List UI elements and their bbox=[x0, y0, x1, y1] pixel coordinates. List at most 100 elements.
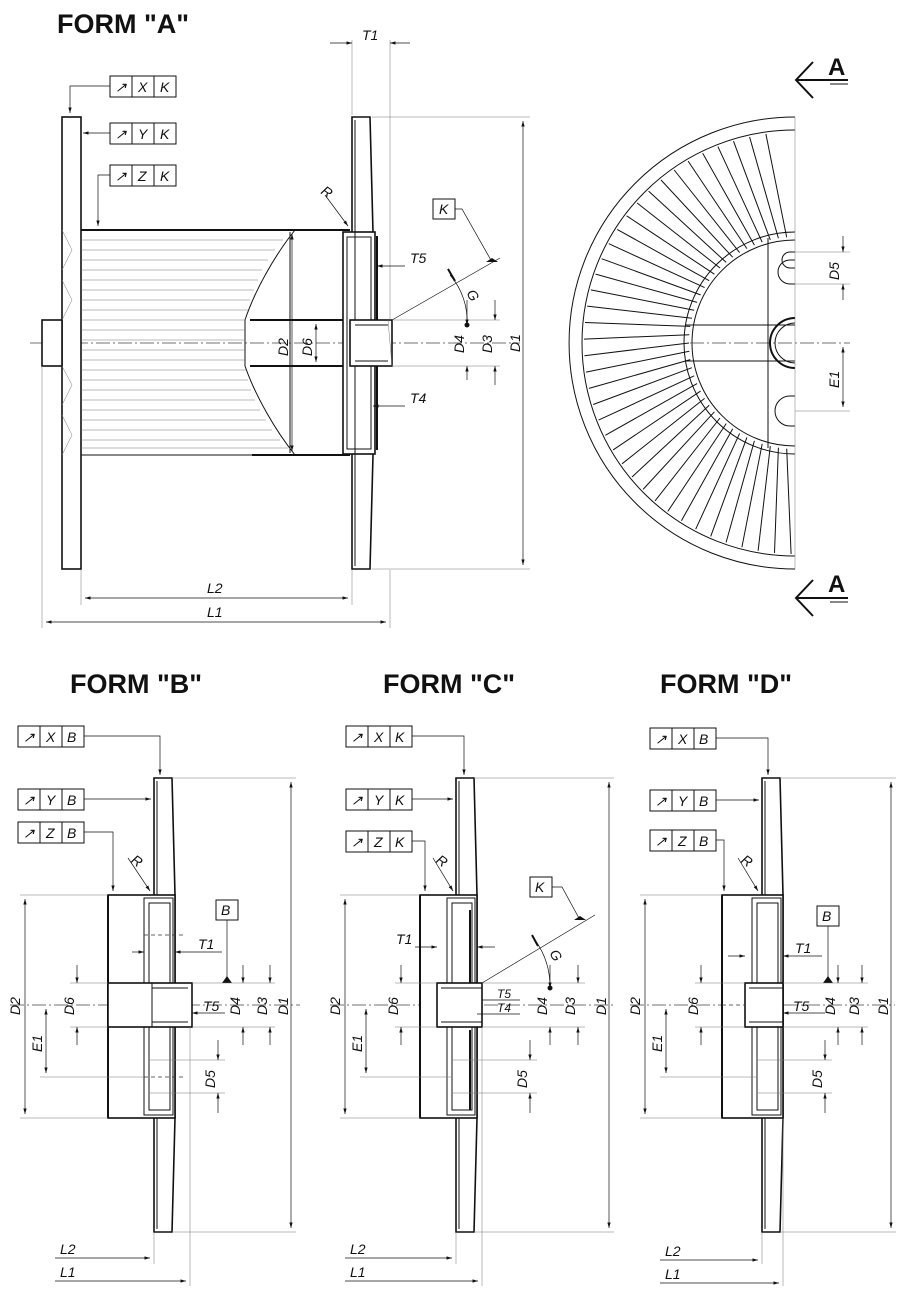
form-d-frame-z: ↗ Z B bbox=[649, 829, 726, 891]
svg-text:D3: D3 bbox=[562, 997, 578, 1015]
svg-text:↗: ↗ bbox=[655, 833, 667, 849]
svg-text:E1: E1 bbox=[29, 1035, 45, 1052]
spoke-line bbox=[585, 350, 690, 373]
svg-text:E1: E1 bbox=[349, 1035, 365, 1052]
spoke-line bbox=[687, 160, 748, 249]
form-a-frame-z: ↗ Z K bbox=[96, 164, 177, 226]
svg-text:Y: Y bbox=[678, 793, 689, 809]
svg-text:B: B bbox=[699, 731, 708, 747]
spoke-line bbox=[786, 448, 792, 555]
svg-text:D3: D3 bbox=[846, 997, 862, 1015]
svg-text:K: K bbox=[439, 201, 449, 217]
svg-text:D2: D2 bbox=[627, 997, 643, 1015]
svg-text:T1: T1 bbox=[396, 931, 412, 947]
svg-text:↗: ↗ bbox=[351, 729, 363, 745]
svg-text:D5: D5 bbox=[826, 262, 842, 280]
spoke-line bbox=[654, 417, 721, 502]
svg-text:R: R bbox=[433, 851, 450, 870]
svg-text:D4: D4 bbox=[822, 997, 838, 1015]
svg-text:Y: Y bbox=[138, 126, 149, 142]
svg-text:D4: D4 bbox=[451, 335, 467, 353]
form-c-view: ↗ X K ↗ Y K ↗ Z K K bbox=[327, 725, 615, 1286]
spoke-line bbox=[765, 133, 788, 238]
svg-text:L1: L1 bbox=[60, 1264, 76, 1280]
svg-text:A: A bbox=[828, 571, 845, 598]
spoke-line bbox=[648, 190, 727, 263]
svg-text:T5: T5 bbox=[793, 998, 810, 1014]
svg-text:D2: D2 bbox=[327, 997, 343, 1015]
spoke-line bbox=[660, 179, 734, 258]
form-d-view: ↗ X B ↗ Y B ↗ Z B B R bbox=[627, 727, 896, 1286]
form-a-datum-k: K bbox=[391, 198, 501, 321]
svg-text:B: B bbox=[67, 825, 76, 841]
spoke-line bbox=[588, 359, 691, 389]
runout-symbol: ↗ bbox=[115, 79, 127, 95]
svg-text:D5: D5 bbox=[514, 1070, 530, 1088]
svg-text:D2: D2 bbox=[7, 997, 23, 1015]
svg-text:K: K bbox=[395, 729, 405, 745]
svg-text:X: X bbox=[137, 79, 148, 95]
svg-text:K: K bbox=[160, 79, 170, 95]
form-a-section-view: D5 E1 A A bbox=[568, 54, 850, 617]
svg-text:K: K bbox=[395, 834, 405, 850]
svg-text:↗: ↗ bbox=[351, 834, 363, 850]
form-b-frame-y: ↗ Y B bbox=[17, 788, 151, 811]
form-b-view: ↗ X B ↗ Y B ↗ Z B B R bbox=[7, 725, 300, 1286]
svg-text:L1: L1 bbox=[207, 604, 223, 620]
svg-text:↗: ↗ bbox=[23, 825, 35, 841]
spoke-line bbox=[757, 446, 771, 551]
svg-text:T1: T1 bbox=[362, 27, 378, 43]
svg-text:G: G bbox=[546, 947, 565, 965]
svg-text:L1: L1 bbox=[350, 1264, 366, 1280]
form-a-frame-y: ↗ Y K bbox=[83, 122, 177, 145]
spoke-line bbox=[695, 433, 741, 530]
svg-text:X: X bbox=[373, 729, 384, 745]
svg-text:D5: D5 bbox=[202, 1070, 218, 1088]
svg-text:K: K bbox=[395, 792, 405, 808]
form-b-frame-x: ↗ X B bbox=[17, 725, 162, 775]
spoke-line bbox=[673, 169, 740, 253]
spoke-line bbox=[612, 390, 701, 451]
spoke-line bbox=[749, 136, 779, 239]
svg-text:K: K bbox=[160, 168, 170, 184]
form-a-frame-x: ↗ X K bbox=[68, 75, 177, 113]
svg-text:D6: D6 bbox=[61, 997, 77, 1015]
form-b-datum: B bbox=[215, 899, 239, 983]
svg-text:A: A bbox=[828, 54, 845, 81]
svg-text:R: R bbox=[128, 851, 145, 870]
spoke-line bbox=[631, 404, 710, 478]
spoke-line bbox=[717, 146, 763, 243]
svg-text:X: X bbox=[677, 731, 688, 747]
svg-text:D1: D1 bbox=[593, 997, 609, 1015]
form-d-frame-y: ↗ Y B bbox=[649, 789, 759, 812]
spoke-line bbox=[583, 334, 690, 340]
svg-text:T5: T5 bbox=[497, 987, 511, 1001]
spoke-line bbox=[598, 375, 695, 421]
spoke-line bbox=[642, 411, 715, 490]
svg-text:D6: D6 bbox=[385, 997, 401, 1015]
svg-text:D1: D1 bbox=[507, 334, 523, 352]
spoke-line bbox=[725, 440, 755, 543]
flange-spokes bbox=[583, 133, 792, 555]
svg-text:D4: D4 bbox=[534, 997, 550, 1015]
svg-text:D1: D1 bbox=[875, 997, 891, 1015]
form-d-frame-x: ↗ X B bbox=[649, 727, 770, 775]
form-c-frame-y: ↗ Y K bbox=[345, 788, 453, 811]
svg-text:↗: ↗ bbox=[655, 793, 667, 809]
svg-text:L2: L2 bbox=[665, 1243, 681, 1259]
svg-text:T4: T4 bbox=[497, 1001, 511, 1015]
spoke-line bbox=[608, 243, 705, 289]
svg-text:D1: D1 bbox=[275, 997, 291, 1015]
spoke-line bbox=[616, 228, 710, 282]
form-a-left-flange bbox=[61, 116, 82, 570]
svg-text:B: B bbox=[822, 908, 831, 924]
spoke-line bbox=[595, 273, 698, 303]
svg-text:B: B bbox=[67, 729, 76, 745]
svg-text:Z: Z bbox=[45, 825, 55, 841]
svg-text:D6: D6 bbox=[299, 338, 315, 356]
svg-text:L2: L2 bbox=[350, 1241, 366, 1257]
spoke-line bbox=[590, 289, 695, 311]
form-b-title: FORM "B" bbox=[70, 669, 202, 699]
svg-text:E1: E1 bbox=[826, 371, 842, 388]
